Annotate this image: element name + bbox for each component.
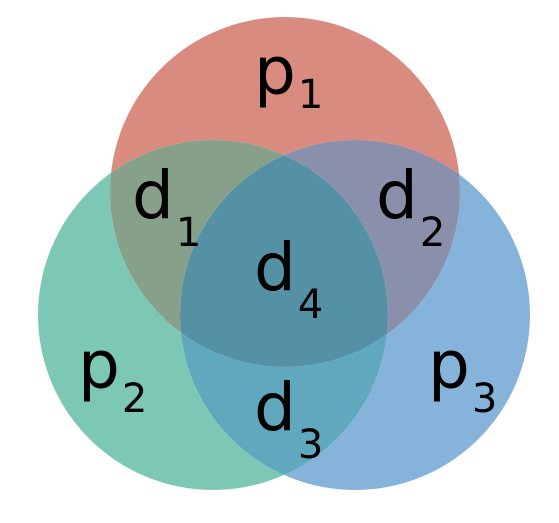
label-d1: d1 [132, 157, 201, 256]
label-d4: d4 [254, 229, 323, 328]
region-d4 [180, 140, 388, 367]
label-p1: p1 [254, 33, 323, 118]
label-d2: d2 [376, 157, 445, 256]
label-d3: d3 [254, 369, 323, 468]
label-p3: p3 [428, 327, 497, 422]
label-p2: p2 [78, 327, 147, 422]
